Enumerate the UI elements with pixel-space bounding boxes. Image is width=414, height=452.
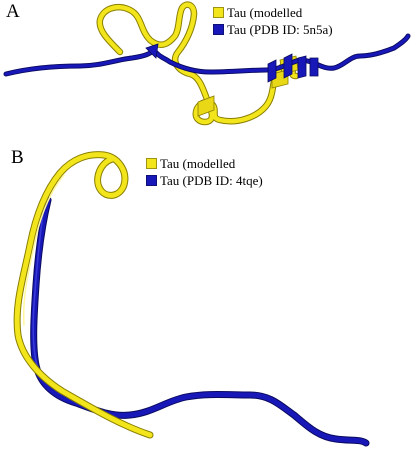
legend-label-modelled: Tau (modelled <box>227 5 303 20</box>
panel-b-label: B <box>11 147 24 168</box>
panel-a-legend: Tau (modelled Tau (PDB ID: 5n5a) <box>213 4 333 38</box>
panel-a-structure-overlay <box>3 1 411 126</box>
panel-b: B Tau (modelled Tau (PDB ID: 4tqe) <box>0 145 414 452</box>
legend-swatch-modelled <box>146 158 157 169</box>
legend-row-modelled: Tau (modelled <box>146 155 263 172</box>
legend-swatch-pdb <box>146 175 157 186</box>
panel-a: A Tau (modelled Tau (PDB ID: 5n5a) <box>0 0 414 145</box>
legend-row-pdb: Tau (PDB ID: 5n5a) <box>213 21 333 38</box>
panel-a-label: A <box>6 1 20 22</box>
panel-b-legend: Tau (modelled Tau (PDB ID: 4tqe) <box>146 155 263 189</box>
legend-label-modelled: Tau (modelled <box>160 156 236 171</box>
legend-swatch-pdb <box>213 24 224 35</box>
panel-b-pdb-chain <box>30 196 370 447</box>
legend-label-pdb: Tau (PDB ID: 4tqe) <box>160 173 263 188</box>
panel-a-pdb-chain <box>3 33 411 83</box>
panel-b-modelled-chain <box>13 151 154 439</box>
legend-row-pdb: Tau (PDB ID: 4tqe) <box>146 172 263 189</box>
legend-label-pdb: Tau (PDB ID: 5n5a) <box>227 22 333 37</box>
legend-row-modelled: Tau (modelled <box>213 4 333 21</box>
panel-b-structure-overlay <box>13 151 370 447</box>
legend-swatch-modelled <box>213 7 224 18</box>
